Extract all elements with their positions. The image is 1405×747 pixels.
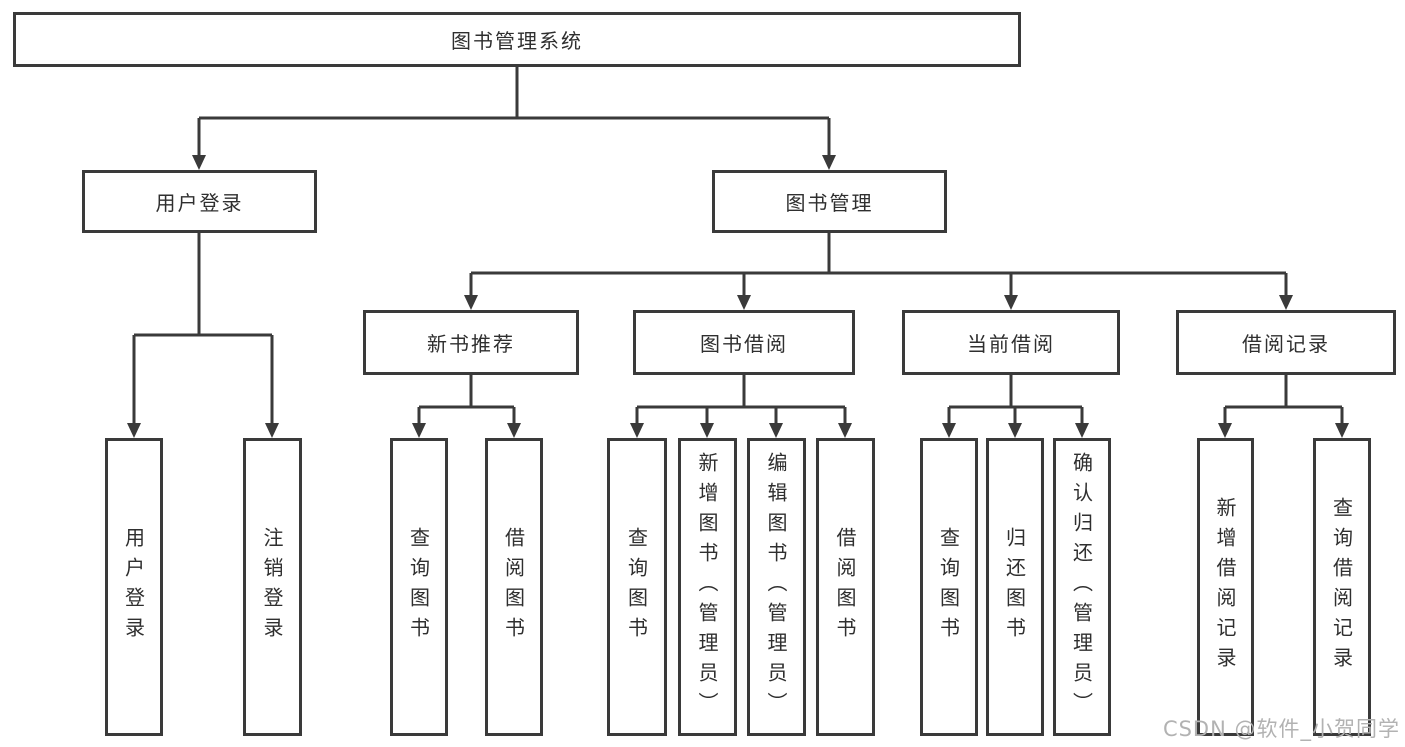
arrowhead: [265, 423, 279, 438]
node-leaf-logout: 注销登录: [243, 438, 302, 736]
node-borrow-record: 借阅记录: [1176, 310, 1396, 375]
arrowhead: [1075, 423, 1089, 438]
edge-current-borrow-to-leaves: [942, 375, 1089, 438]
arrowhead: [192, 155, 206, 170]
arrowhead: [700, 423, 714, 438]
arrowhead: [630, 423, 644, 438]
arrowhead: [769, 423, 783, 438]
node-root: 图书管理系统: [13, 12, 1021, 67]
arrowhead: [412, 423, 426, 438]
node-leaf-add-book: 新增图书（管理员）: [678, 438, 737, 736]
node-leaf-query-book-current: 查询图书: [920, 438, 978, 736]
node-new-book-rec: 新书推荐: [363, 310, 579, 375]
node-current-borrow: 当前借阅: [902, 310, 1120, 375]
node-leaf-edit-book: 编辑图书（管理员）: [747, 438, 806, 736]
node-leaf-borrow-book-rec: 借阅图书: [485, 438, 543, 736]
edge-book-mgmt-to-level3: [464, 233, 1293, 310]
edge-new-book-rec-to-leaves: [412, 375, 521, 438]
arrowhead: [822, 155, 836, 170]
arrowhead: [464, 295, 478, 310]
node-leaf-return-book: 归还图书: [986, 438, 1044, 736]
node-leaf-borrow-book-borrow: 借阅图书: [816, 438, 875, 736]
arrowhead: [1218, 423, 1232, 438]
arrowhead: [1279, 295, 1293, 310]
arrowhead: [1008, 423, 1022, 438]
arrowhead: [838, 423, 852, 438]
node-leaf-query-book-rec: 查询图书: [390, 438, 448, 736]
edge-borrow-record-to-leaves: [1218, 375, 1349, 438]
node-book-borrow: 图书借阅: [633, 310, 855, 375]
node-user-login: 用户登录: [82, 170, 317, 233]
arrowhead: [127, 423, 141, 438]
arrowhead: [1004, 295, 1018, 310]
node-leaf-confirm-return: 确认归还（管理员）: [1053, 438, 1111, 736]
node-leaf-user-login: 用户登录: [105, 438, 163, 736]
arrowhead: [737, 295, 751, 310]
arrowhead: [1335, 423, 1349, 438]
edge-root-to-level2: [192, 67, 836, 170]
arrowhead: [507, 423, 521, 438]
node-book-mgmt: 图书管理: [712, 170, 947, 233]
node-leaf-query-record: 查询借阅记录: [1313, 438, 1371, 736]
edge-user-login-to-leaves: [127, 233, 279, 438]
edge-book-borrow-to-leaves: [630, 375, 852, 438]
node-leaf-add-record: 新增借阅记录: [1197, 438, 1254, 736]
node-leaf-query-book-borrow: 查询图书: [607, 438, 667, 736]
arrowhead: [942, 423, 956, 438]
csdn-watermark: CSDN @软件_小贺同学: [1162, 717, 1400, 741]
